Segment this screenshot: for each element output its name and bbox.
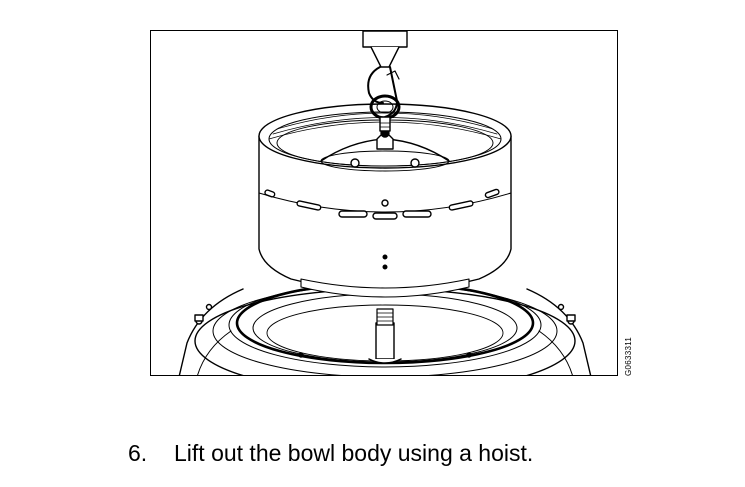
spindle xyxy=(368,308,402,364)
instruction-step: 6. Lift out the bowl body using a hoist. xyxy=(128,440,533,467)
hoist-hook xyxy=(362,31,408,132)
bowl-body xyxy=(258,103,512,298)
figure-code: G0633311 xyxy=(624,336,633,376)
step-text: Lift out the bowl body using a hoist. xyxy=(174,440,534,466)
step-number: 6. xyxy=(128,440,148,466)
illustration-frame xyxy=(150,30,618,376)
bowl-hoist-illustration xyxy=(178,31,592,375)
